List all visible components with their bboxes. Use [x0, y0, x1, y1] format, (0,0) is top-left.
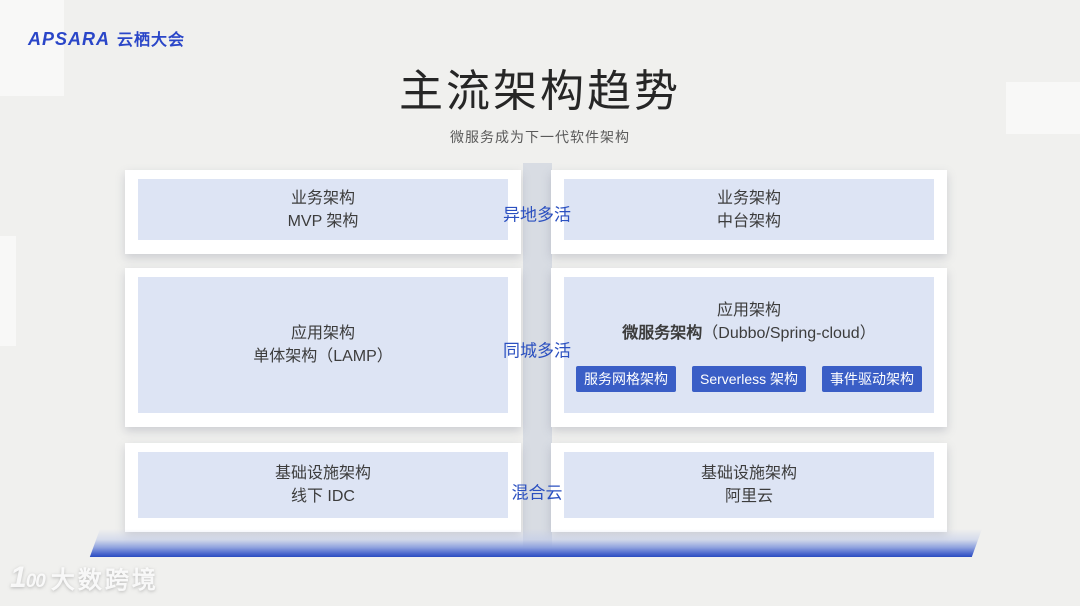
watermark-label: 大数跨境 [50, 567, 159, 594]
card-line: 业务架构 [716, 189, 781, 207]
card-line: 基础设施架构 [700, 465, 797, 482]
card-line: 单体架构（LAMP） [253, 348, 393, 365]
background-highlight [0, 236, 16, 346]
stage-bar [89, 529, 982, 557]
logo-suffix-text: 云栖大会 [117, 32, 186, 49]
card-inner: 基础设施架构 线下 IDC [138, 452, 508, 518]
slide-header: 主流架构趋势 微服务成为下一代软件架构 [0, 64, 1080, 147]
watermark: 100 大数跨境 [10, 560, 159, 595]
card-line: 基础设施架构 [274, 465, 371, 482]
background-highlight [0, 0, 64, 96]
page-subtitle: 微服务成为下一代软件架构 [450, 129, 630, 145]
card-inner: 应用架构 微服务架构（Dubbo/Spring-cloud） 服务网格架构 Se… [564, 277, 934, 413]
connector-band [523, 163, 552, 556]
card-line: 阿里云 [724, 488, 773, 505]
card-line: 微服务架构（Dubbo/Spring-cloud） [622, 322, 875, 345]
microservices-architecture-card: 应用架构 微服务架构（Dubbo/Spring-cloud） 服务网格架构 Se… [551, 268, 947, 427]
label-remote-multi-active: 异地多活 [503, 205, 571, 225]
mvp-architecture-card: 业务架构 MVP 架构 [125, 170, 521, 254]
card-inner: 业务架构 MVP 架构 [138, 179, 508, 240]
label-hybrid-cloud: 混合云 [511, 483, 563, 503]
card-line: 应用架构 [716, 301, 781, 319]
card-line: 线下 IDC [290, 488, 355, 505]
watermark-100-mark: 100 [10, 560, 46, 594]
card-line: 应用架构 [290, 325, 355, 342]
mid-platform-architecture-card: 业务架构 中台架构 [551, 170, 947, 254]
monolith-architecture-card: 应用架构 单体架构（LAMP） [125, 268, 521, 427]
architecture-chip-row: 服务网格架构 Serverless 架构 事件驱动架构 [575, 365, 923, 392]
card-inner: 应用架构 单体架构（LAMP） [138, 277, 508, 413]
chip-service-mesh[interactable]: 服务网格架构 [575, 365, 676, 392]
label-same-city-multi-active: 同城多活 [503, 341, 571, 361]
chip-serverless[interactable]: Serverless 架构 [691, 365, 807, 392]
alicloud-architecture-card: 基础设施架构 阿里云 [551, 443, 947, 532]
page-title: 主流架构趋势 [399, 67, 681, 116]
card-line: MVP 架构 [287, 212, 359, 230]
card-inner: 基础设施架构 阿里云 [564, 452, 934, 518]
idc-architecture-card: 基础设施架构 线下 IDC [125, 443, 521, 532]
background-highlight [1006, 82, 1080, 134]
microservices-bold-text: 微服务架构 [622, 324, 703, 342]
card-line: 中台架构 [716, 212, 781, 230]
chip-event-driven[interactable]: 事件驱动架构 [822, 365, 923, 392]
card-inner: 业务架构 中台架构 [564, 179, 934, 240]
card-line: 业务架构 [290, 189, 355, 207]
microservices-detail-text: （Dubbo/Spring-cloud） [702, 324, 876, 342]
apsara-conference-logo: APSARA 云栖大会 [28, 26, 185, 50]
logo-brand-text: APSARA [28, 29, 111, 49]
